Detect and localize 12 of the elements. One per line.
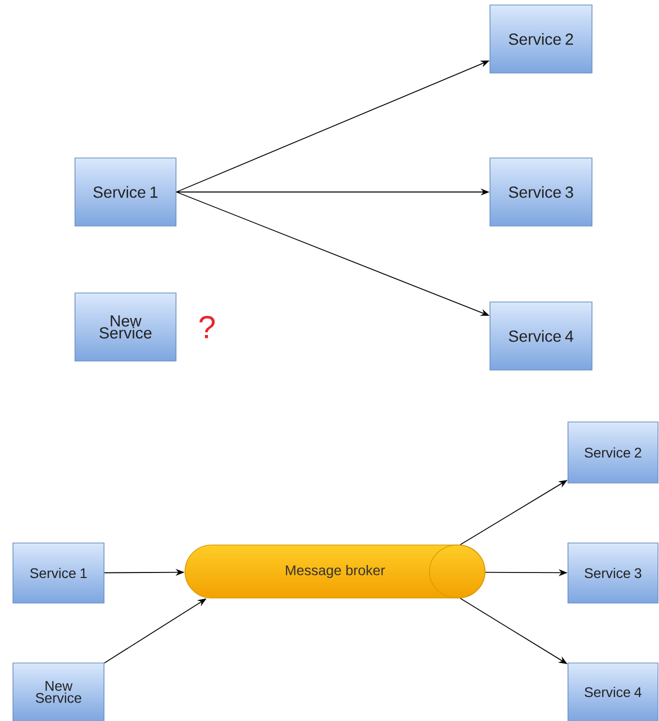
message-broker-cylinder: Message broker	[184, 544, 486, 598]
service-box: Service 1	[74, 158, 176, 226]
service-box: Service 4	[490, 302, 592, 370]
service-box: New Service	[12, 662, 104, 721]
service-box: Service 2	[490, 4, 592, 74]
service-box: Service 1	[12, 542, 104, 604]
question-mark: ?	[199, 316, 215, 338]
service-box: Service 3	[490, 158, 592, 226]
service-box: Service 4	[568, 662, 658, 721]
service-box: Service 2	[568, 422, 658, 484]
service-box: New Service	[74, 292, 176, 362]
service-box: Service 3	[568, 542, 658, 604]
